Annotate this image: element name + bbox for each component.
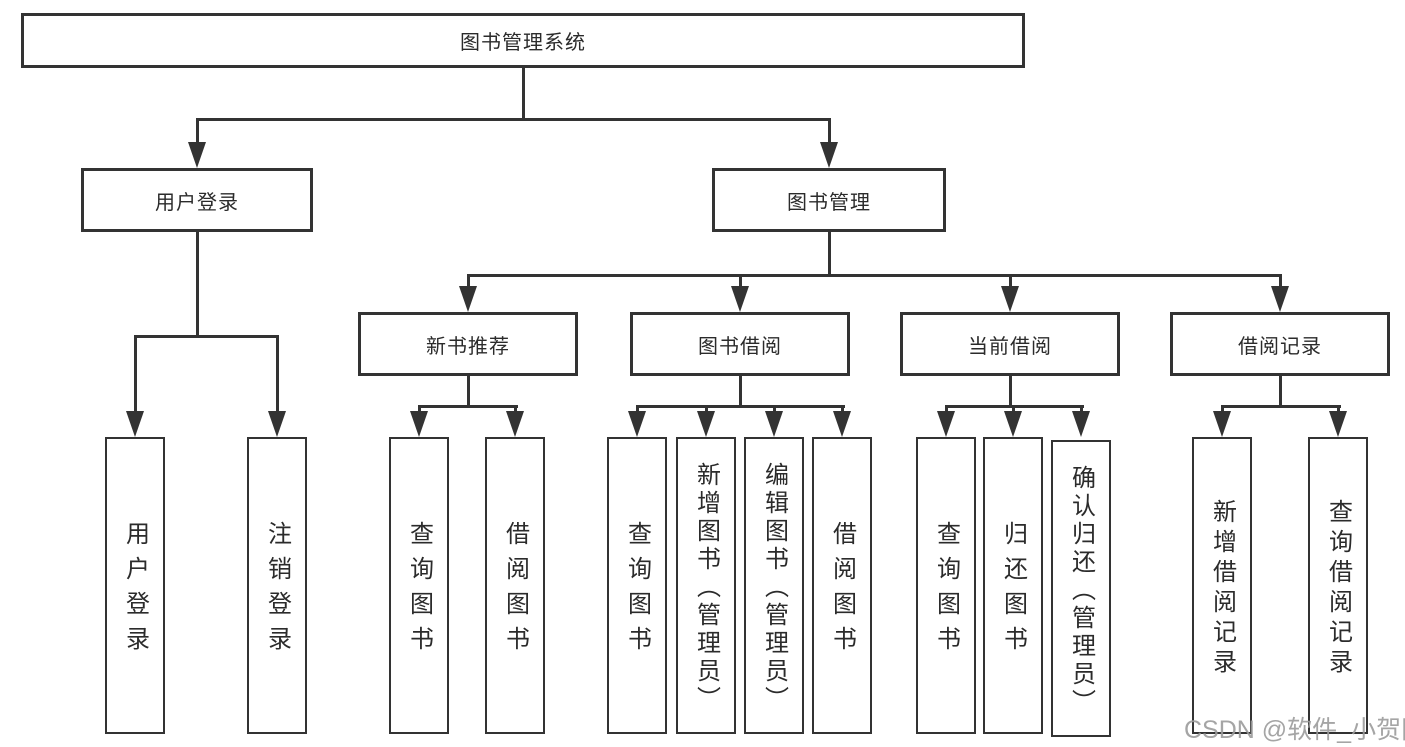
connector-book-management-bus	[466, 274, 1282, 277]
connector-root-stem	[521, 68, 525, 121]
connector-drop-new-book-recommend	[466, 274, 470, 288]
node-label: 查询图书	[932, 521, 960, 661]
connector-current-borrow-stem	[1008, 376, 1012, 407]
connector-borrow-records-stem	[1278, 376, 1282, 407]
node-label: 图书借阅	[698, 335, 782, 358]
connector-user-login-bus	[133, 335, 279, 338]
arrowhead-down-icon	[1213, 411, 1231, 437]
connector-drop-leaf	[1336, 405, 1340, 414]
node-user-login: 用户登录	[81, 168, 313, 232]
connector-drop-user-login	[195, 118, 199, 146]
node-label: 查询图书	[623, 521, 651, 661]
node-leaf-confirm-return-admin: 确认归还（管理员）	[1051, 440, 1111, 737]
node-root-library-system: 图书管理系统	[21, 13, 1025, 68]
connector-drop-book-management	[827, 118, 831, 146]
node-leaf-query-books-borrow: 查询图书	[607, 437, 667, 734]
node-label: 查询借阅记录	[1324, 498, 1352, 679]
node-label: 查询图书	[405, 521, 433, 661]
connector-drop-leaf	[704, 405, 708, 414]
arrowhead-down-icon	[1001, 286, 1019, 312]
node-leaf-user-login: 用户登录	[105, 437, 165, 734]
arrowhead-down-icon	[1072, 411, 1090, 437]
node-label: 用户登录	[155, 191, 239, 214]
node-leaf-add-borrow-record: 新增借阅记录	[1192, 437, 1252, 734]
connector-drop-leaf	[1079, 405, 1083, 414]
arrowhead-down-icon	[697, 411, 715, 437]
node-label: 用户登录	[121, 521, 149, 661]
connector-drop-logout	[275, 335, 279, 413]
node-current-borrow: 当前借阅	[900, 312, 1120, 376]
connector-book-borrow-stem	[738, 376, 742, 407]
connector-drop-leaf	[417, 405, 421, 414]
node-label: 归还图书	[999, 521, 1027, 661]
node-label: 借阅图书	[501, 521, 529, 661]
node-leaf-borrow-books-recommend: 借阅图书	[485, 437, 545, 734]
node-label: 当前借阅	[968, 335, 1052, 358]
node-book-borrow: 图书借阅	[630, 312, 850, 376]
node-leaf-return-book: 归还图书	[983, 437, 1043, 734]
node-label: 借阅记录	[1238, 335, 1322, 358]
node-leaf-add-book-admin: 新增图书（管理员）	[676, 437, 736, 734]
arrowhead-down-icon	[1329, 411, 1347, 437]
connector-drop-borrow-records	[1278, 274, 1282, 288]
arrowhead-down-icon	[459, 286, 477, 312]
connector-borrow-records-bus	[1220, 405, 1341, 408]
connector-drop-user-login-leaf	[133, 335, 137, 413]
node-leaf-borrow-books-borrow: 借阅图书	[812, 437, 872, 734]
node-leaf-edit-book-admin: 编辑图书（管理员）	[744, 437, 804, 734]
arrowhead-down-icon	[506, 411, 524, 437]
arrowhead-down-icon	[188, 142, 206, 168]
node-leaf-query-books-current: 查询图书	[916, 437, 976, 734]
node-leaf-query-borrow-record: 查询借阅记录	[1308, 437, 1368, 734]
connector-drop-leaf	[1220, 405, 1224, 414]
arrowhead-down-icon	[765, 411, 783, 437]
arrowhead-down-icon	[820, 142, 838, 168]
arrowhead-down-icon	[833, 411, 851, 437]
connector-drop-leaf	[840, 405, 844, 414]
csdn-watermark: CSDN @软件_小贺同学	[1184, 716, 1405, 744]
connector-root-bus	[195, 118, 831, 121]
node-leaf-logout: 注销登录	[247, 437, 307, 734]
node-leaf-query-books-recommend: 查询图书	[389, 437, 449, 734]
node-label: 注销登录	[263, 521, 291, 661]
node-label: 借阅图书	[828, 521, 856, 661]
node-new-book-recommend: 新书推荐	[358, 312, 578, 376]
connector-user-login-stem	[195, 232, 199, 337]
connector-drop-leaf	[772, 405, 776, 414]
arrowhead-down-icon	[410, 411, 428, 437]
connector-new-book-recommend-bus	[417, 405, 518, 408]
arrowhead-down-icon	[731, 286, 749, 312]
node-label: 图书管理系统	[460, 32, 586, 54]
node-label: 新增图书（管理员）	[692, 461, 720, 714]
connector-book-borrow-bus	[635, 405, 845, 408]
arrowhead-down-icon	[937, 411, 955, 437]
arrowhead-down-icon	[126, 411, 144, 437]
arrowhead-down-icon	[628, 411, 646, 437]
connector-drop-leaf	[513, 405, 517, 414]
connector-drop-current-borrow	[1008, 274, 1012, 288]
node-label: 新增借阅记录	[1208, 498, 1236, 679]
connector-drop-book-borrow	[738, 274, 742, 288]
connector-drop-leaf	[944, 405, 948, 414]
node-label: 编辑图书（管理员）	[760, 461, 788, 714]
arrowhead-down-icon	[1004, 411, 1022, 437]
arrowhead-down-icon	[1271, 286, 1289, 312]
node-borrow-records: 借阅记录	[1170, 312, 1390, 376]
node-label: 确认归还（管理员）	[1067, 464, 1095, 717]
node-label: 图书管理	[787, 191, 871, 214]
connector-new-book-recommend-stem	[466, 376, 470, 407]
connector-drop-leaf	[1011, 405, 1015, 414]
connector-book-management-stem	[827, 232, 831, 276]
arrowhead-down-icon	[268, 411, 286, 437]
connector-drop-leaf	[635, 405, 639, 414]
node-book-management: 图书管理	[712, 168, 946, 232]
node-label: 新书推荐	[426, 335, 510, 358]
